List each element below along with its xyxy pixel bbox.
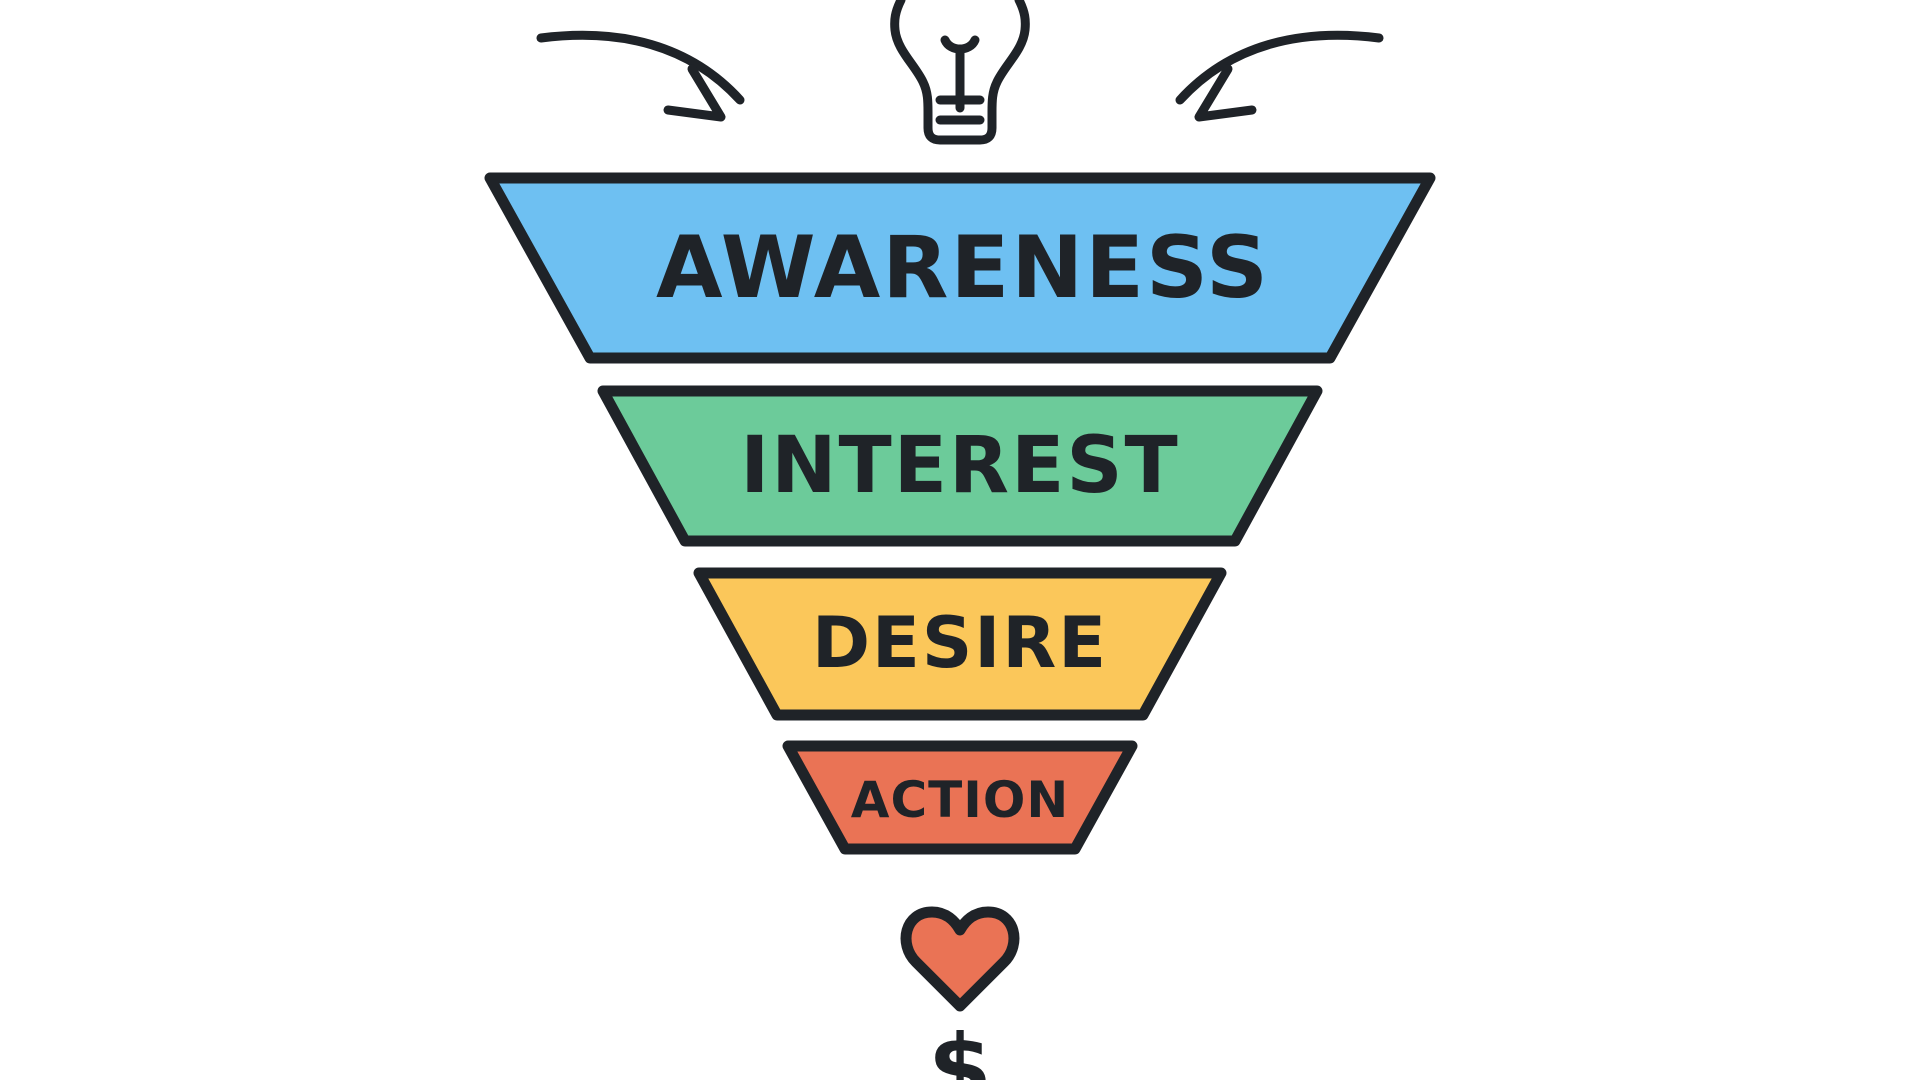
funnel-stage-awareness: AWARENESS [484, 172, 1436, 364]
heart-icon [900, 906, 1020, 1012]
stage-label-awareness: AWARENESS [656, 218, 1270, 318]
stage-band [782, 740, 1138, 855]
stage-band [484, 172, 1436, 364]
stage-band [693, 567, 1227, 721]
funnel-stage-action: ACTION [782, 740, 1138, 855]
funnel-stage-interest: INTEREST [597, 385, 1323, 547]
dollar-sign-icon: $ [928, 1015, 992, 1080]
curved-arrow-icon [536, 30, 745, 122]
lightbulb-icon [890, 0, 1030, 145]
curved-arrow-icon [1175, 30, 1384, 122]
stage-label-action: ACTION [851, 771, 1069, 829]
stage-band [597, 385, 1323, 547]
stage-label-interest: INTEREST [740, 421, 1180, 511]
stage-label-desire: DESIRE [812, 602, 1108, 684]
funnel-stage-desire: DESIRE [693, 567, 1227, 721]
